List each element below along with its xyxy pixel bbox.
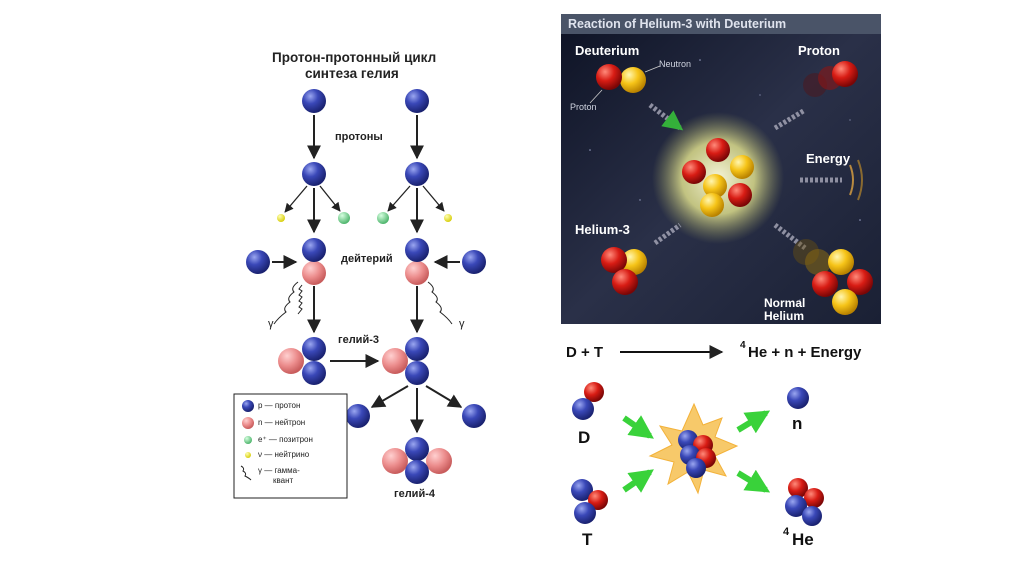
deuterium-neutron bbox=[620, 67, 646, 93]
deuterium-proton bbox=[596, 64, 622, 90]
proton-particle bbox=[462, 250, 486, 274]
label-proton-en: Proton bbox=[798, 43, 840, 58]
legend-neutrino-label: ν — нейтрино bbox=[258, 450, 309, 459]
positron-particle bbox=[377, 212, 389, 224]
label-deuterium-en: Deuterium bbox=[575, 43, 639, 58]
label-normal-helium-1: Normal bbox=[764, 296, 805, 310]
positron-particle bbox=[338, 212, 350, 224]
proton-particle bbox=[302, 337, 326, 361]
outgoing-proton bbox=[832, 61, 858, 87]
proton-particle bbox=[246, 250, 270, 274]
helium4-particle bbox=[802, 506, 822, 526]
label-deuterium: дейтерий bbox=[341, 253, 393, 265]
helium3-proton bbox=[612, 269, 638, 295]
label-energy: Energy bbox=[806, 151, 850, 166]
helium3-deuterium-panel bbox=[561, 14, 881, 324]
label-helium4: гелий-4 bbox=[394, 488, 435, 500]
legend-gamma-label: γ — гамма- bbox=[258, 466, 300, 475]
proton-particle bbox=[405, 361, 429, 385]
label-protons: протоны bbox=[335, 131, 383, 143]
deuterium-proton bbox=[572, 398, 594, 420]
gamma-wave bbox=[298, 285, 302, 314]
green-arrow bbox=[624, 472, 650, 490]
helium4-particle bbox=[804, 488, 824, 508]
green-arrow bbox=[624, 418, 650, 436]
label-normal-helium-2: Helium bbox=[764, 309, 804, 323]
legend-neutron-label: n — нейтрон bbox=[258, 418, 305, 427]
label-helium3-en: Helium-3 bbox=[575, 222, 630, 237]
neutron-particle bbox=[382, 348, 408, 374]
label-he-superscript: 4 bbox=[783, 526, 789, 538]
dt-fusion-diagram bbox=[571, 352, 824, 526]
neutron-particle bbox=[382, 448, 408, 474]
neutron-particle bbox=[426, 448, 452, 474]
green-arrow bbox=[738, 473, 766, 490]
legend-neutron-swatch bbox=[242, 417, 254, 429]
tritium-neutron bbox=[574, 502, 596, 524]
label-n: n bbox=[792, 414, 802, 434]
label-D: D bbox=[578, 428, 590, 448]
legend-gamma-label-2: квант bbox=[273, 476, 293, 485]
gamma-wave bbox=[428, 282, 452, 324]
neutron-product bbox=[787, 387, 809, 409]
label-T: T bbox=[582, 530, 592, 550]
proton-particle bbox=[405, 89, 429, 113]
helium3-proton bbox=[601, 247, 627, 273]
proton-particle bbox=[302, 162, 326, 186]
gamma-symbol: γ bbox=[268, 318, 274, 330]
neutrino-particle bbox=[444, 214, 452, 222]
helium4-yellow bbox=[832, 289, 858, 315]
gamma-wave bbox=[274, 282, 298, 324]
green-arrow bbox=[738, 413, 766, 430]
label-proton-small: Proton bbox=[570, 102, 597, 112]
gamma-symbol: γ bbox=[459, 318, 465, 330]
label-He: He bbox=[792, 530, 814, 550]
diagram-title-line1: Протон-протонный цикл bbox=[272, 50, 436, 65]
legend-proton-label: p — протон bbox=[258, 401, 300, 410]
proton-particle bbox=[462, 404, 486, 428]
proton-particle bbox=[302, 89, 326, 113]
helium4-red bbox=[812, 271, 838, 297]
diagram-title-line2: синтеза гелия bbox=[305, 66, 399, 81]
neutron-particle bbox=[302, 261, 326, 285]
neutron-particle bbox=[405, 261, 429, 285]
proton-particle bbox=[405, 238, 429, 262]
proton-particle bbox=[405, 337, 429, 361]
label-neutron-en: Neutron bbox=[659, 59, 691, 69]
neutrino-particle bbox=[277, 214, 285, 222]
label-helium3: гелий-3 bbox=[338, 334, 379, 346]
legend-proton-swatch bbox=[242, 400, 254, 412]
helium4-yellow bbox=[828, 249, 854, 275]
legend-neutrino-swatch bbox=[245, 452, 251, 458]
neutron-particle bbox=[278, 348, 304, 374]
proton-particle bbox=[302, 238, 326, 262]
legend-positron-label: e⁺ — позитрон bbox=[258, 435, 313, 444]
proton-particle bbox=[346, 404, 370, 428]
proton-particle bbox=[405, 437, 429, 461]
legend-positron-swatch bbox=[244, 436, 252, 444]
proton-particle bbox=[405, 460, 429, 484]
equation-right: He + n + Energy bbox=[748, 344, 861, 361]
panel-title: Reaction of Helium-3 with Deuterium bbox=[568, 17, 786, 31]
equation-left: D + T bbox=[566, 344, 603, 361]
equation-superscript: 4 bbox=[740, 340, 746, 351]
proton-particle bbox=[302, 361, 326, 385]
proton-particle bbox=[405, 162, 429, 186]
